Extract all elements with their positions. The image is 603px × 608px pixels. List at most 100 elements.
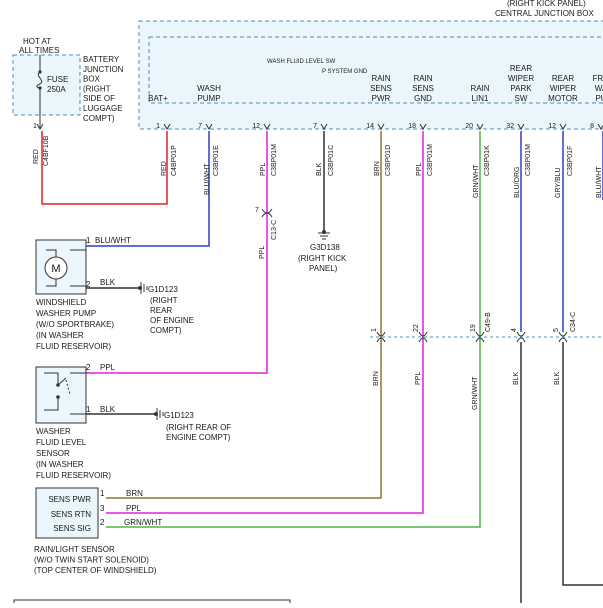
pump-ground-location-line: OF ENGINE	[150, 316, 194, 325]
pump-ground-location-line: REAR	[150, 306, 172, 315]
rain-sensor-pin-label: SENS RTN	[51, 510, 92, 519]
rain-sensor-name-line: (W/O TWIN START SOLENOID)	[34, 556, 149, 565]
cjb-connector-id: C3BP01F	[567, 146, 574, 176]
motor-icon	[44, 256, 68, 280]
inline-pin-number: 4	[511, 328, 518, 332]
wire-ppl-rain	[106, 131, 424, 514]
cjb-pin-chevron-icon	[263, 123, 271, 130]
wire-red	[41, 131, 168, 205]
ground-icon	[318, 232, 330, 240]
ground-icon	[156, 408, 164, 420]
wire-label-red-right: RED	[161, 161, 168, 176]
rain-sensor-box	[35, 487, 99, 539]
wire-label-blu-wht-horizontal: BLU/WHT	[95, 236, 131, 245]
wire-label-brn-bottom: BRN	[373, 371, 380, 386]
rain-sensor-pin-number: 3	[100, 504, 105, 513]
fluid-sensor-name-line: (IN WASHER	[36, 460, 84, 469]
cjb-column-label: SENS	[370, 84, 392, 93]
wire-label-grn-wht-bottom: GRN/WHT	[472, 376, 479, 410]
fuse-icon	[36, 71, 43, 89]
wire-blk-rear-motor	[562, 342, 603, 586]
motor-symbol: M	[51, 263, 60, 275]
cjb-connector-id: C3BP01M	[427, 144, 434, 176]
inline-pin-icon	[418, 331, 428, 343]
wire-label-blk-motor: BLK	[554, 371, 561, 385]
pump-pin-1: 1	[86, 236, 91, 245]
cjb-column-label: FRO	[593, 74, 603, 83]
cjb-pin-chevron-icon	[320, 123, 328, 130]
ground-g3d138-loc-2: PANEL)	[309, 264, 338, 273]
cjb-column-label: RAIN	[470, 84, 489, 93]
battery-connector: C4BF10B	[43, 135, 50, 166]
wire-label-blu-wht-vertical: BLU/WHT	[204, 163, 211, 195]
washer-pump-name-line: WINDSHIELD	[36, 298, 86, 307]
wire-label-ppl-sensor: PPL	[100, 363, 116, 372]
hot-label-1: HOT AT	[23, 37, 51, 46]
sensor-ground-location-line: ENGINE COMPT)	[166, 433, 231, 442]
pump-ground-location-line: (RIGHT	[150, 296, 178, 305]
cjb-pin-number: 14	[366, 123, 374, 130]
cjb-pin-number: 7	[198, 123, 202, 130]
float-icon	[65, 379, 71, 395]
rain-sensor-pin-number: 1	[100, 489, 105, 498]
sensor-pin-1: 1	[86, 405, 91, 414]
battery-box-name-line: COMPT)	[83, 114, 115, 123]
cjb-pin-chevron-icon	[559, 123, 567, 130]
rain-sensor-name-line: (TOP CENTER OF WINDSHIELD)	[34, 566, 157, 575]
cjb-connector-id: C3BP01C	[328, 145, 335, 176]
cjb-column-label: RAIN	[371, 74, 390, 83]
cjb-pin-chevron-icon	[377, 123, 385, 130]
cjb-column-label: WIPER	[550, 84, 576, 93]
cjb-column-label: WA	[595, 84, 603, 93]
inline-pin-icon	[558, 331, 568, 343]
cjb-column-label: PARK	[510, 84, 532, 93]
battery-pin: 1	[33, 123, 37, 130]
cjb-column-label: SW	[515, 94, 528, 103]
bottom-box-edge	[13, 599, 291, 603]
cjb-connector-id: C4BP01P	[171, 145, 178, 176]
central-junction-box	[138, 20, 603, 130]
cjb-pin-number: 8	[590, 123, 594, 130]
wire-label-blk-sensor: BLK	[100, 405, 116, 414]
wire-blu-wht	[86, 131, 210, 247]
cjb-pin-chevron-icon	[476, 123, 484, 130]
battery-box-name-line: JUNCTION	[83, 65, 124, 74]
cjb-pin-chevron-icon	[163, 123, 171, 130]
cjb-pin-chevron-icon	[517, 123, 525, 130]
wire-label-gry-blu: GRY/BLU	[555, 167, 562, 198]
cjb-column-label: PWR	[372, 94, 391, 103]
cjb-column-label: MOTOR	[548, 94, 578, 103]
kick-panel-top-label: (RIGHT KICK PANEL)	[507, 0, 586, 8]
c13-connector: C13-C	[271, 220, 278, 240]
battery-box-name-line: SIDE OF	[83, 94, 115, 103]
sensor-terminal-lead	[70, 372, 86, 415]
hot-label-2: ALL TIMES	[19, 46, 59, 55]
cjb-pin-number: 1	[156, 123, 160, 130]
cjb-pin-number: 12	[252, 123, 260, 130]
rain-sensor-name: RAIN/LIGHT SENSOR (W/O TWIN START SOLENOI…	[34, 545, 157, 575]
cjb-column-label: PU	[595, 94, 603, 103]
fuse-terminal-icon	[38, 86, 42, 90]
cjb-columns: BAT+1C4BP01PWASHPUMP7C3BP01E12C3BP01M7C3…	[148, 64, 603, 176]
fluid-sensor-name-line: WASHER	[36, 427, 71, 436]
switch-contact-icon	[56, 395, 60, 399]
washer-pump-name-line: (IN WASHER	[36, 331, 84, 340]
fluid-sensor-name-line: FLUID RESERVOIR)	[36, 471, 111, 480]
cjb-connector-id: C3BP01E	[213, 145, 220, 176]
cjb-column-label: PUMP	[197, 94, 220, 103]
ground-g3d138-loc-1: (RIGHT KICK	[298, 254, 347, 263]
rain-sensor-pin-label: SENS PWR	[48, 495, 91, 504]
pump-ground-location-line: COMPT)	[150, 326, 182, 335]
c49-connector: C49-B	[485, 312, 492, 332]
inline-pin-number: 22	[413, 324, 420, 332]
rain-sensor-name-line: RAIN/LIGHT SENSOR	[34, 545, 115, 554]
inline-connector-c13-icon	[261, 208, 273, 218]
cjb-pin-chevron-icon	[597, 123, 603, 130]
wire-label-blk-park: BLK	[513, 371, 520, 385]
sensor-pin-2: 2	[86, 363, 91, 372]
